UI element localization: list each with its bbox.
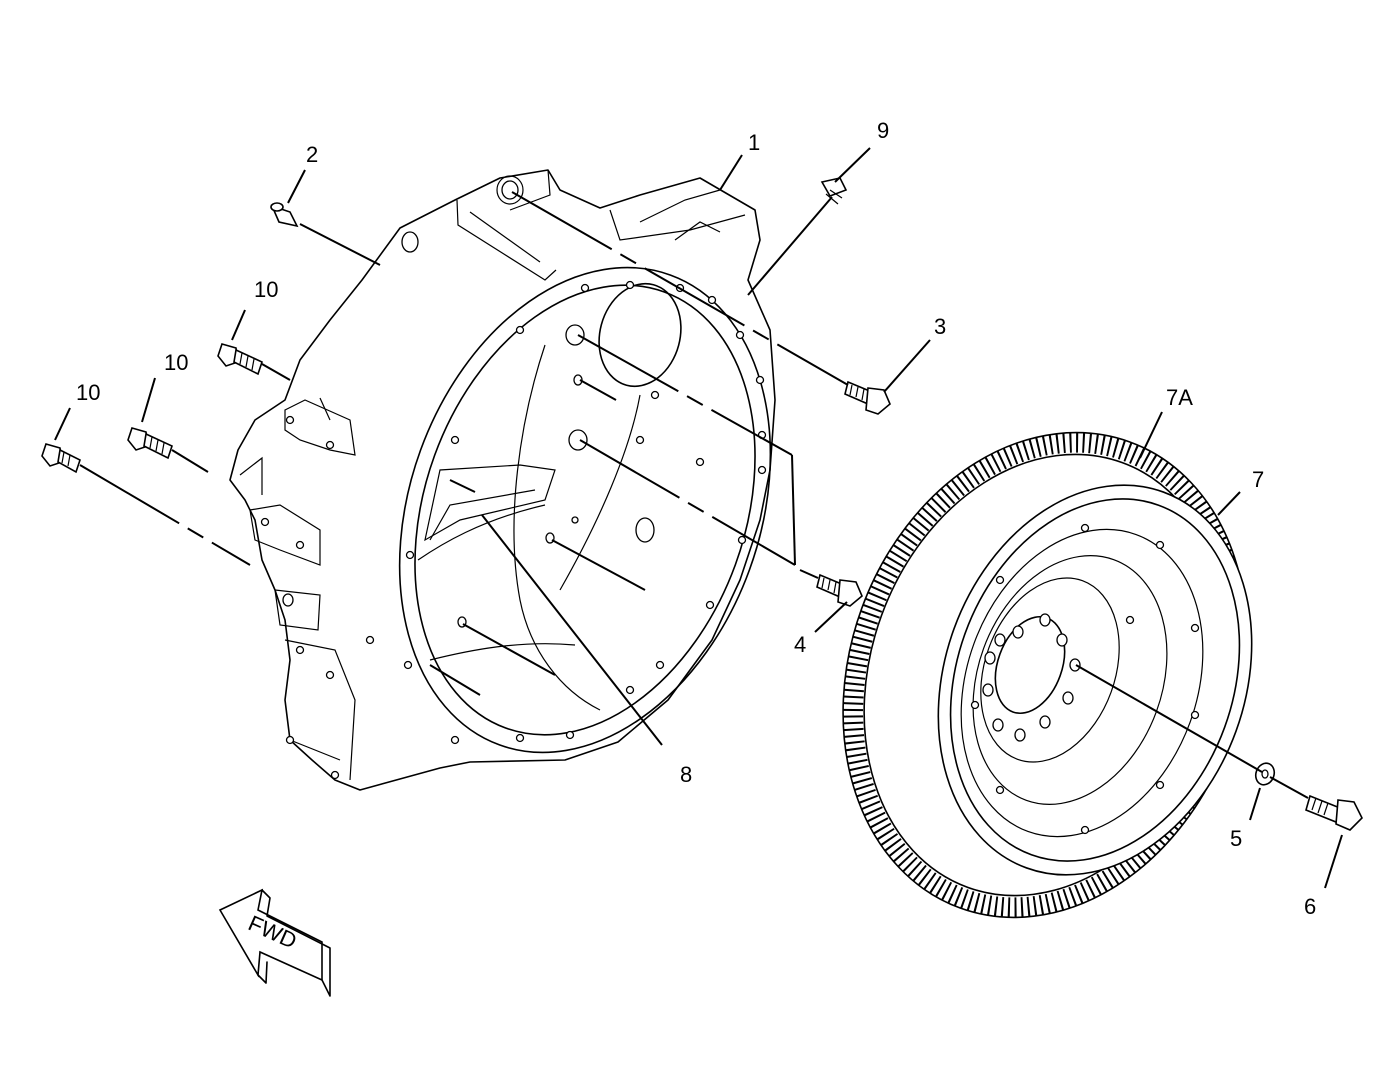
callout-4: 4 — [794, 632, 806, 657]
bolt-lower — [816, 573, 863, 607]
forward-direction-arrow: FWD — [218, 888, 331, 997]
flywheel-bolt — [1305, 794, 1363, 831]
callout-7: 7 — [1252, 467, 1264, 492]
bolts-10 — [41, 343, 263, 474]
callout-3: 3 — [934, 314, 946, 339]
callout-8: 8 — [680, 762, 692, 787]
callout-1: 1 — [748, 130, 760, 155]
plug — [820, 177, 848, 205]
dowel-pin — [270, 202, 299, 228]
callout-6: 6 — [1304, 894, 1316, 919]
callout-5: 5 — [1230, 826, 1242, 851]
callout-2: 2 — [306, 142, 318, 167]
flywheel — [842, 431, 1253, 919]
callout-10c: 10 — [76, 380, 100, 405]
washer — [1254, 762, 1276, 786]
callout-10a: 10 — [254, 277, 278, 302]
callout-labels: 1 2 3 4 5 6 7 7A 8 9 10 10 10 — [76, 118, 1316, 919]
leader-lines — [54, 147, 1343, 889]
callout-9: 9 — [877, 118, 889, 143]
callout-7a: 7A — [1166, 385, 1193, 410]
assembly-lines — [79, 191, 1309, 799]
flywheel-housing — [229, 169, 776, 791]
bolt-upper — [844, 380, 891, 415]
callout-10b: 10 — [164, 350, 188, 375]
